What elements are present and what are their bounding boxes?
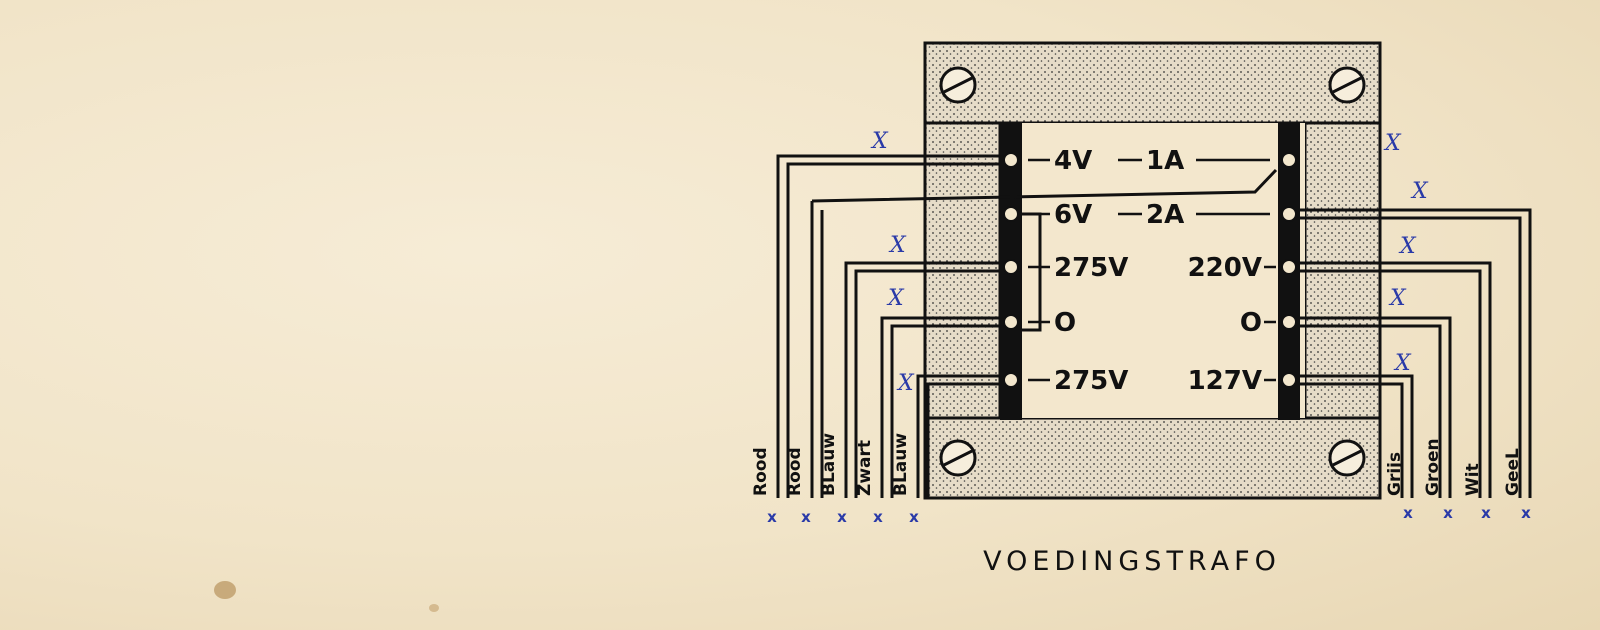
tap-label-right-3: O [1240,308,1262,338]
wire-label-left-1: Rood [785,447,805,496]
bolt-top-right [1328,66,1366,104]
check-mark-3: X [896,371,915,396]
bolt-bottom-left [939,439,977,477]
x-mark-left-3: x [873,508,883,526]
tap-label-right-4: 127V [1188,366,1262,396]
core-top-yoke [923,41,1382,125]
wire-left-2-b [854,269,1003,498]
wire-right-1-b [1297,269,1482,498]
terminal-right-1 [1281,206,1297,222]
terminal-left-2 [1003,259,1019,275]
wire-label-left-4: BLauw [891,433,911,496]
core-window [1000,123,1305,418]
wire-left-4 [916,374,1003,498]
wire-right-0 [1297,208,1532,498]
tap-label-right-1: 2A [1146,200,1184,230]
x-mark-right-1: x [1443,504,1453,522]
terminal-left-0 [1003,152,1019,168]
wire-left-4-b [926,382,1003,498]
wire-label-right-1: Groen [1423,438,1443,496]
paper-stain [214,581,236,599]
wire-right-0-b [1297,216,1522,498]
bolt-bottom-right [1328,439,1366,477]
check-mark-2: X [886,286,905,311]
bolt-top-left [939,66,977,104]
wire-left-3 [880,316,1003,498]
crossover-wire [811,168,1278,203]
tap-label-left-0: 4V [1054,146,1092,176]
tap-label-left-2: 275V [1054,253,1128,283]
diagram-title: VOEDINGSTRAFO [983,546,1281,577]
wire-label-left-3: Zwart [855,440,875,496]
x-mark-right-0: x [1403,504,1413,522]
wire-right-3 [1297,374,1414,498]
wiring [776,154,1532,498]
wire-right-2-b [1297,324,1442,498]
tap-label-right-2: 220V [1188,253,1262,283]
wire-left-2 [844,261,1003,498]
wire-label-right-3: GeeL [1503,448,1523,496]
terminal-right-3 [1281,314,1297,330]
terminal-left-4 [1003,372,1019,388]
check-mark-4: X [1383,131,1402,156]
wire-label-left-2: BLauw [819,433,839,496]
terminals [1003,152,1297,388]
wire-right-2 [1297,316,1452,498]
x-mark-right-3: x [1521,504,1531,522]
check-mark-6: X [1398,234,1417,259]
check-mark-1: X [888,233,907,258]
check-mark-8: X [1393,351,1412,376]
check-mark-7: X [1388,286,1407,311]
terminal-right-4 [1281,372,1297,388]
tap-labels: 4V 1A 6V 2A 275V 220V O O 275V 127V [1028,146,1276,396]
core-bottom-yoke [923,416,1382,500]
tap-label-left-1: 6V [1054,200,1092,230]
wire-left-0-b [786,162,1003,498]
paper-stain-small [429,604,439,612]
terminal-right-2 [1281,259,1297,275]
terminal-right-0 [1281,152,1297,168]
tap-label-right-0: 1A [1146,146,1184,176]
wire-right-1 [1297,261,1492,498]
terminal-left-3 [1003,314,1019,330]
wire-label-right-0: Grijs [1385,452,1405,496]
x-mark-left-0: x [767,508,777,526]
tap-label-left-4: 275V [1054,366,1128,396]
x-mark-left-4: x [909,508,919,526]
wire-label-right-2: Wit [1463,463,1483,496]
wire-labels: Rood Rood BLauw Zwart BLauw Grijs Groen Wit GeeL [751,433,1523,496]
wire-left-0 [776,154,1003,498]
check-mark-0: X [870,129,889,154]
check-mark-5: X [1410,179,1429,204]
wire-right-3-b [1297,382,1404,498]
x-mark-left-2: x [837,508,847,526]
terminal-left-1 [1003,206,1019,222]
wire-label-left-0: Rood [751,447,771,496]
x-mark-right-2: x [1481,504,1491,522]
wire-left-3-b [890,324,1003,498]
tap-label-left-3: O [1054,308,1076,338]
x-mark-left-1: x [801,508,811,526]
